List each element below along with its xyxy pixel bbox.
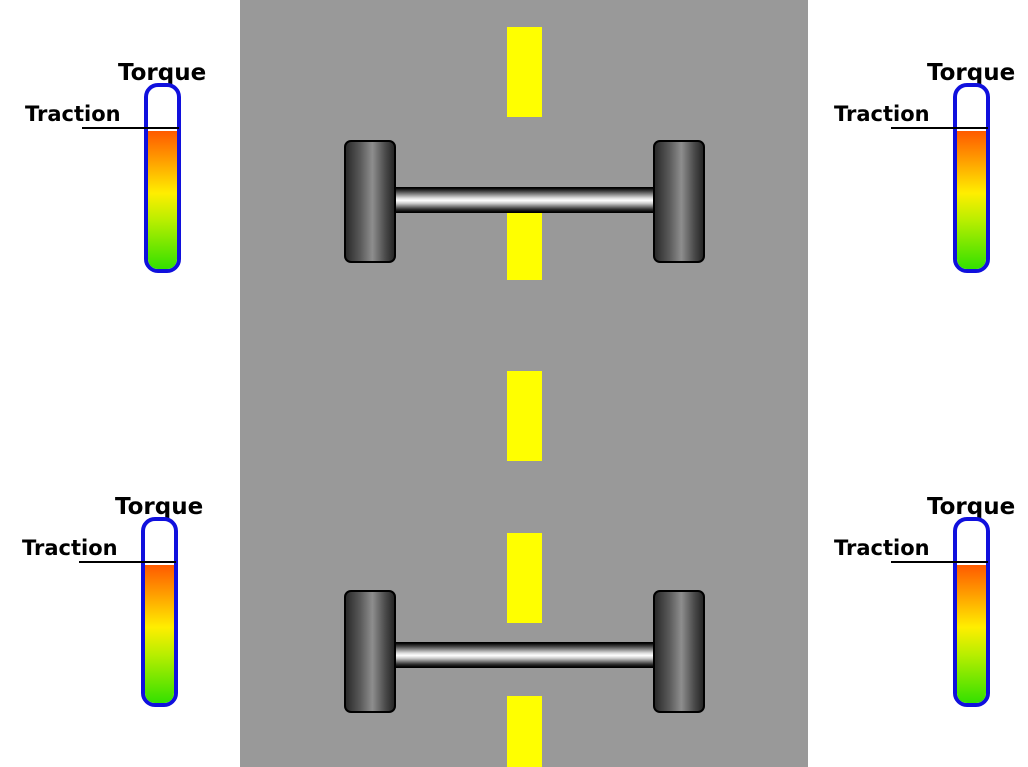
torque-tube xyxy=(953,517,990,707)
front-axle xyxy=(392,187,658,213)
gauge-front-left: Torque Traction xyxy=(25,60,225,280)
traction-label: Traction xyxy=(834,536,930,560)
rear-axle xyxy=(392,642,658,668)
traction-marker xyxy=(891,127,988,129)
torque-fill xyxy=(957,564,986,703)
center-line-dash xyxy=(507,371,542,461)
gauge-rear-right: Torque Traction xyxy=(834,494,1028,714)
traction-label: Traction xyxy=(834,102,930,126)
gauge-front-right: Torque Traction xyxy=(834,60,1028,280)
torque-fill xyxy=(145,564,174,703)
front-right-wheel xyxy=(653,140,705,263)
torque-label: Torque xyxy=(115,494,204,520)
center-line-dash xyxy=(507,27,542,117)
torque-fill xyxy=(148,130,177,269)
center-line-dash xyxy=(507,533,542,623)
rear-left-wheel xyxy=(344,590,396,713)
rear-right-wheel xyxy=(653,590,705,713)
front-left-wheel xyxy=(344,140,396,263)
torque-label: Torque xyxy=(927,60,1016,86)
traction-label: Traction xyxy=(22,536,118,560)
traction-marker xyxy=(82,127,179,129)
center-line-dash xyxy=(507,696,542,767)
traction-marker xyxy=(891,561,988,563)
torque-tube xyxy=(953,83,990,273)
gauge-rear-left: Torque Traction xyxy=(22,494,222,714)
torque-tube xyxy=(144,83,181,273)
traction-label: Traction xyxy=(25,102,121,126)
center-line-dash xyxy=(507,208,542,280)
torque-label: Torque xyxy=(927,494,1016,520)
traction-marker xyxy=(79,561,176,563)
torque-fill xyxy=(957,130,986,269)
torque-label: Torque xyxy=(118,60,207,86)
torque-tube xyxy=(141,517,178,707)
